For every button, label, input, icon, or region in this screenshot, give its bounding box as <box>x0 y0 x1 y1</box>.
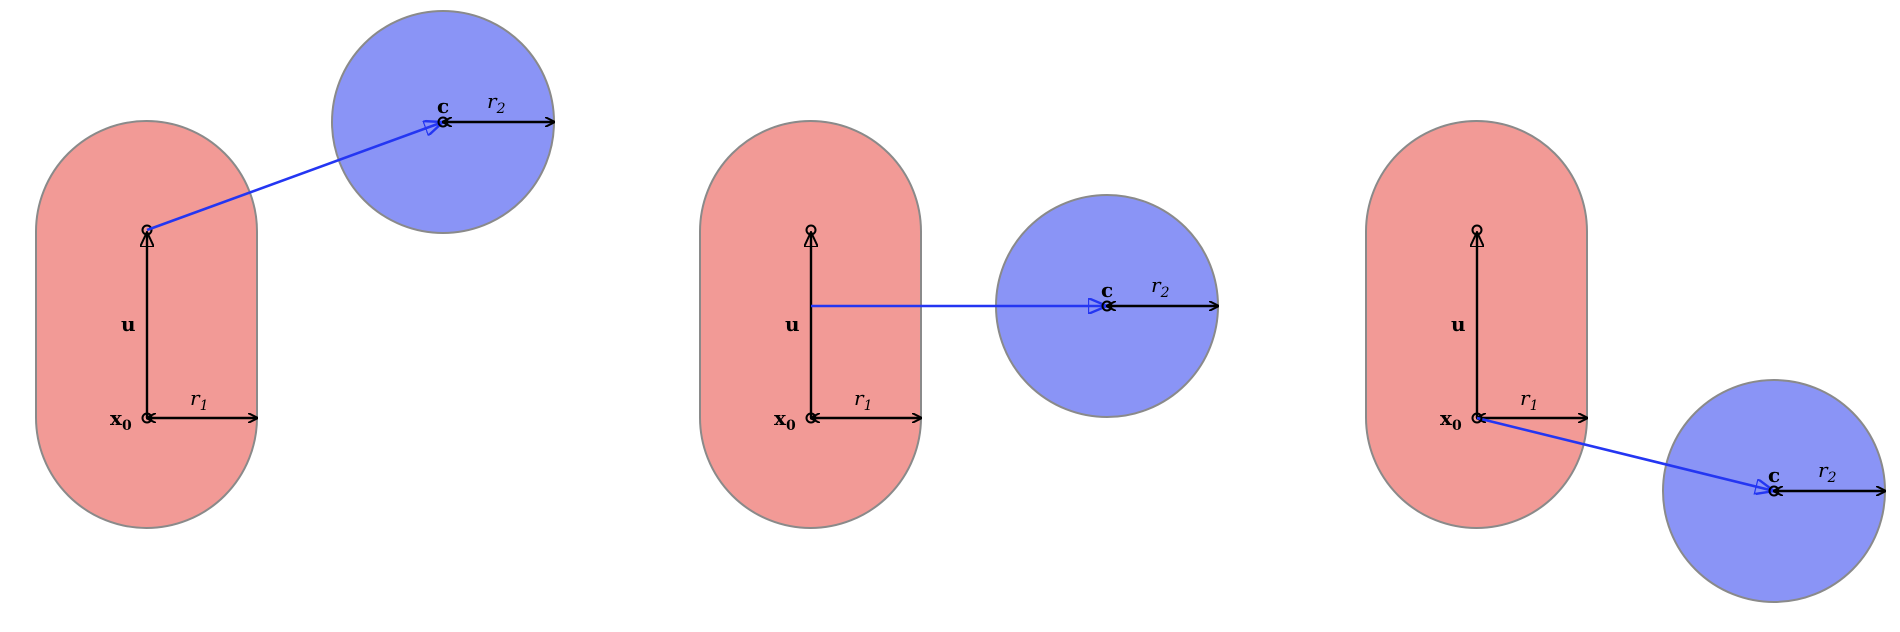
r1-label: r1 <box>854 386 872 414</box>
u-label: u <box>785 312 800 336</box>
r1-label: r1 <box>190 386 208 414</box>
c-label: c <box>1768 463 1780 487</box>
c-point <box>1101 300 1113 312</box>
c-label: c <box>437 94 449 118</box>
u-label: u <box>1451 312 1466 336</box>
u-label: u <box>121 312 136 336</box>
panel-3: x0 u r1 c r2 <box>1365 120 1886 603</box>
c-label: c <box>1101 278 1113 302</box>
capsule-top-point <box>805 224 817 236</box>
c-point <box>1768 485 1780 497</box>
panel-2: x0 u r1 c r2 <box>699 120 1219 529</box>
r2-label: r2 <box>487 89 506 117</box>
r1-label: r1 <box>1520 386 1538 414</box>
x0-label: x0 <box>110 406 132 434</box>
r2-label: r2 <box>1151 273 1170 301</box>
capsule-top-point <box>141 224 153 236</box>
x0-point <box>1471 412 1483 424</box>
panel-1: x0 u r1 c r2 <box>35 10 555 529</box>
r2-label: r2 <box>1818 458 1837 486</box>
x0-point <box>805 412 817 424</box>
c-point <box>437 116 449 128</box>
x0-label: x0 <box>1440 406 1462 434</box>
capsule-top-point <box>1471 224 1483 236</box>
x0-label: x0 <box>774 406 796 434</box>
direction-vector <box>146 122 443 232</box>
direction-vector <box>1476 416 1774 491</box>
x0-point <box>141 412 153 424</box>
